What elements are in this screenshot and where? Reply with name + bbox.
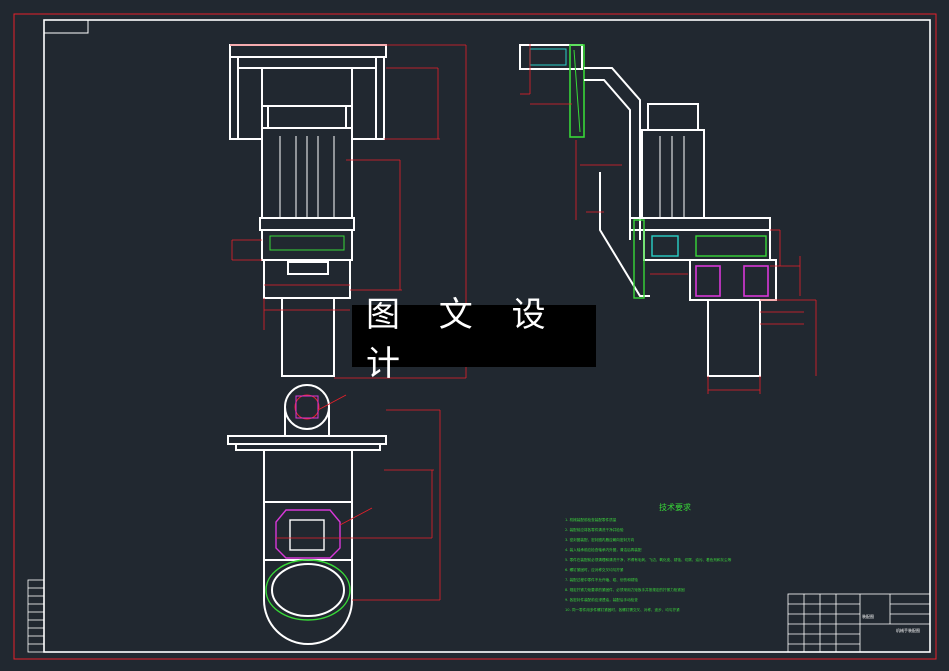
corner-label-box: [43, 19, 89, 34]
note-line: 7. 装配过程中零件不允许磕、碰、划伤和锈蚀: [565, 578, 638, 582]
top-view-dimensions: [276, 394, 441, 601]
side-view: [519, 44, 777, 377]
watermark-text: 图 文 设 计: [366, 295, 560, 384]
note-line: 3. 密封圈装配，密封圈内唇应朝向密封方向: [565, 538, 635, 542]
revision-strip: [27, 579, 45, 653]
note-line: 1. 机械装配前检查装配零件质量: [565, 518, 617, 522]
watermark-box: 图 文 设 计: [352, 295, 596, 384]
side-view-dimensions: [520, 44, 817, 394]
note-line: 2. 装配前应将各零件清洗干净并检验: [565, 528, 624, 532]
technical-requirements: 技术要求 1. 机械装配前检查装配零件质量 2. 装配前应将各零件清洗干净并检验…: [565, 502, 785, 615]
top-view: [227, 384, 387, 645]
note-line: 5. 零件在装配前必须清理和清洗干净，不得有毛刺、飞边、氧化皮、锈蚀、切屑、油污…: [565, 558, 732, 562]
sheet-outer-border: [13, 13, 937, 660]
note-line: 6. 螺钉紧固时，应对称交叉均匀拧紧: [565, 568, 624, 572]
title-block: [787, 593, 931, 653]
note-line: 4. 装入轴承前应检查轴承内外圈，清洁后再装配: [565, 548, 642, 552]
note-line: 9. 各密封件装配前应浸透油，装配后手动检查: [565, 598, 638, 602]
title-block-material: 装配图: [862, 614, 874, 619]
note-line: 8. 规定拧紧力矩要求的紧固件，必须采用力矩扳手并按规定的拧紧力矩紧固: [565, 588, 685, 592]
note-line: 10. 同一零件用多件螺钉紧固时，各螺钉需交叉、对称、逐步、均匀拧紧: [565, 608, 680, 612]
sheet-inner-border: [43, 19, 931, 653]
title-block-name: 机械手装配图: [896, 628, 920, 633]
notes-title: 技术要求: [659, 503, 691, 512]
front-view: [229, 44, 387, 377]
